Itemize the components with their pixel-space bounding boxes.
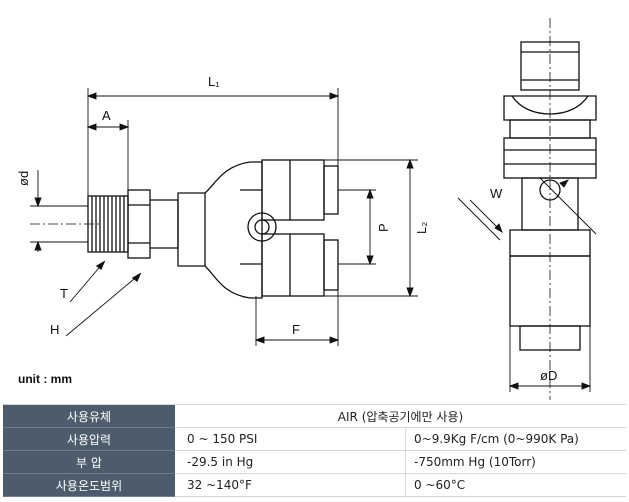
row-imperial: 0 ~ 150 PSI [175, 427, 406, 451]
dimension-d [30, 170, 88, 252]
table-row: 사용압력 0 ~ 150 PSI 0~9.9Kg F/cm (0~990K Pa… [3, 427, 626, 451]
row-metric: 0 ~60°C [405, 473, 626, 497]
body-neck [150, 199, 179, 249]
row-metric: 0~9.9Kg F/cm (0~990K Pa) [405, 427, 626, 451]
dimension-L2 [262, 158, 418, 298]
label-T: T [60, 286, 68, 301]
hex-nut [127, 189, 151, 259]
row-value: AIR (압축공기에만 사용) [175, 404, 626, 428]
label-P: P [376, 223, 391, 232]
table-row: 사용유체 AIR (압축공기에만 사용) [3, 404, 626, 428]
row-label: 사용온도범위 [3, 473, 175, 497]
label-A: A [102, 108, 111, 123]
side-view [503, 41, 597, 351]
label-L2: L₂ [414, 222, 429, 234]
y-body [177, 161, 263, 299]
spec-table: 사용유체 AIR (압축공기에만 사용) 사용압력 0 ~ 150 PSI 0~… [3, 404, 626, 497]
row-imperial: 32 ~140°F [175, 473, 406, 497]
row-imperial: -29.5 in Hg [175, 450, 406, 474]
label-W: W [490, 186, 503, 201]
unit-label: unit : mm [18, 372, 72, 386]
dimension-A [86, 120, 130, 190]
row-metric: -750mm Hg (10Torr) [405, 450, 626, 474]
label-H: H [50, 322, 59, 337]
lower-branch [240, 233, 339, 297]
row-label: 사용압력 [3, 427, 175, 451]
upper-branch [240, 159, 339, 221]
threaded-stem [87, 195, 129, 253]
table-row: 사용온도범위 32 ~140°F 0 ~60°C [3, 473, 626, 497]
dimension-P [338, 188, 376, 266]
label-d: ød [16, 171, 31, 186]
dimension-L1 [86, 88, 340, 196]
label-F: F [292, 322, 300, 337]
row-label: 사용유체 [3, 404, 175, 428]
dimension-F [254, 290, 340, 346]
technical-drawing: L₁ A ød T H P L₂ F W øD [16, 18, 597, 400]
dimension-W [457, 177, 597, 241]
label-L1: L₁ [208, 74, 220, 89]
table-row: 부 압 -29.5 in Hg -750mm Hg (10Torr) [3, 450, 626, 474]
dimension-D [508, 326, 592, 392]
label-D: øD [540, 368, 557, 383]
row-label: 부 압 [3, 450, 175, 474]
